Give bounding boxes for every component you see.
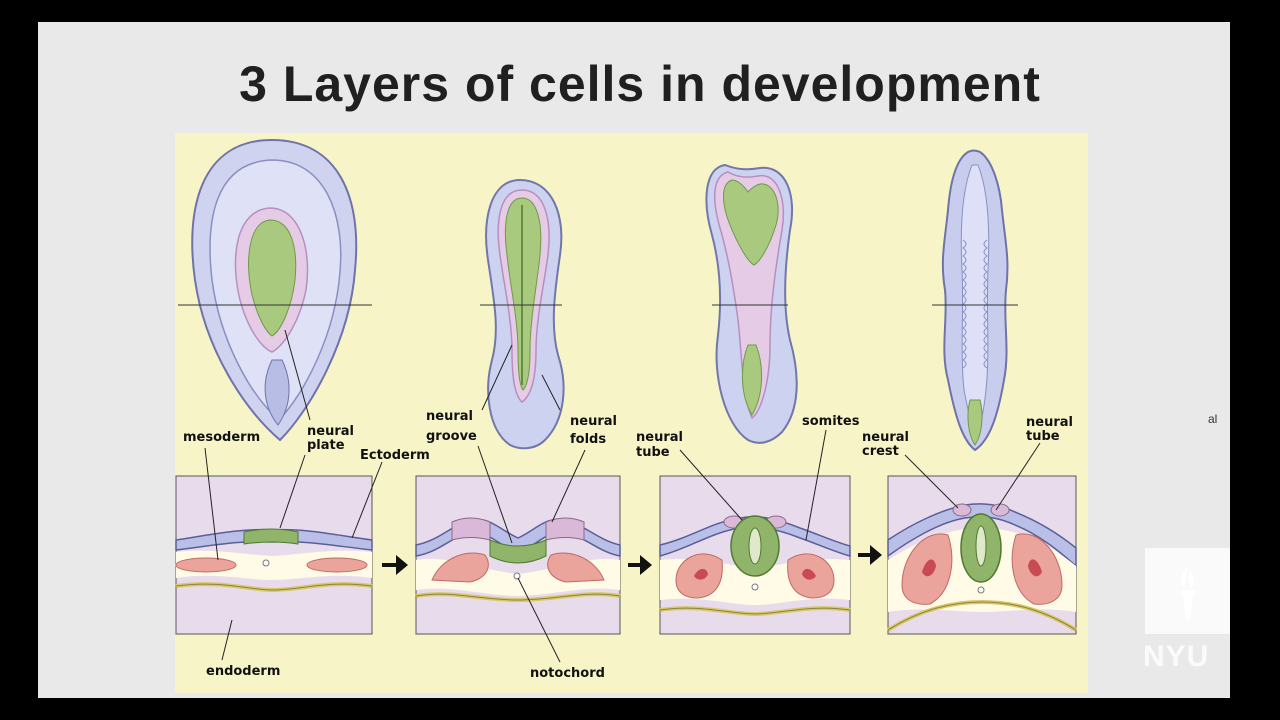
label-neural-tube-b-line2: tube — [1026, 429, 1060, 444]
label-neural-groove-line2: groove — [426, 429, 477, 444]
embryo-stage-1 — [191, 138, 358, 442]
label-ectoderm: Ectoderm — [360, 448, 430, 463]
label-neural-plate-line1: neural — [307, 424, 354, 439]
label-neural-folds-line1: neural — [570, 414, 617, 429]
label-neural-crest-line1: neural — [862, 430, 909, 445]
offscreen-text-fragment: al — [1208, 412, 1218, 426]
label-neural-tube-a-line1: neural — [636, 430, 683, 445]
label-neural-plate-line2: plate — [307, 438, 345, 453]
arrow-3 — [858, 545, 882, 565]
cross-section-1 — [175, 475, 373, 635]
arrow-1 — [382, 555, 408, 575]
label-endoderm: endoderm — [206, 664, 280, 679]
leader-lines — [204, 329, 1041, 663]
embryo-stage-2 — [485, 178, 565, 450]
label-neural-groove-line1: neural — [426, 409, 473, 424]
label-mesoderm: mesoderm — [183, 430, 260, 445]
label-notochord: notochord — [530, 666, 605, 681]
arrow-2 — [628, 555, 652, 575]
label-neural-crest-line2: crest — [862, 444, 899, 459]
embryo-stage-4 — [941, 149, 1009, 452]
embryo-stage-3 — [705, 163, 798, 444]
label-neural-tube-a-line2: tube — [636, 445, 670, 460]
label-somites: somites — [802, 414, 860, 429]
label-neural-tube-b-line1: neural — [1026, 415, 1073, 430]
diagram-labels: mesoderm neural plate Ectoderm neural gr… — [183, 409, 1073, 681]
torch-icon — [1181, 566, 1195, 620]
cross-section-2 — [415, 475, 621, 635]
cross-section-4 — [886, 475, 1078, 635]
slide-title: 3 Layers of cells in development — [239, 56, 1041, 112]
nyu-torch-logo — [1145, 548, 1230, 634]
label-neural-folds-line2: folds — [570, 432, 606, 447]
nyu-logo-text: NYU — [1143, 640, 1210, 673]
cross-section-3 — [659, 475, 851, 635]
